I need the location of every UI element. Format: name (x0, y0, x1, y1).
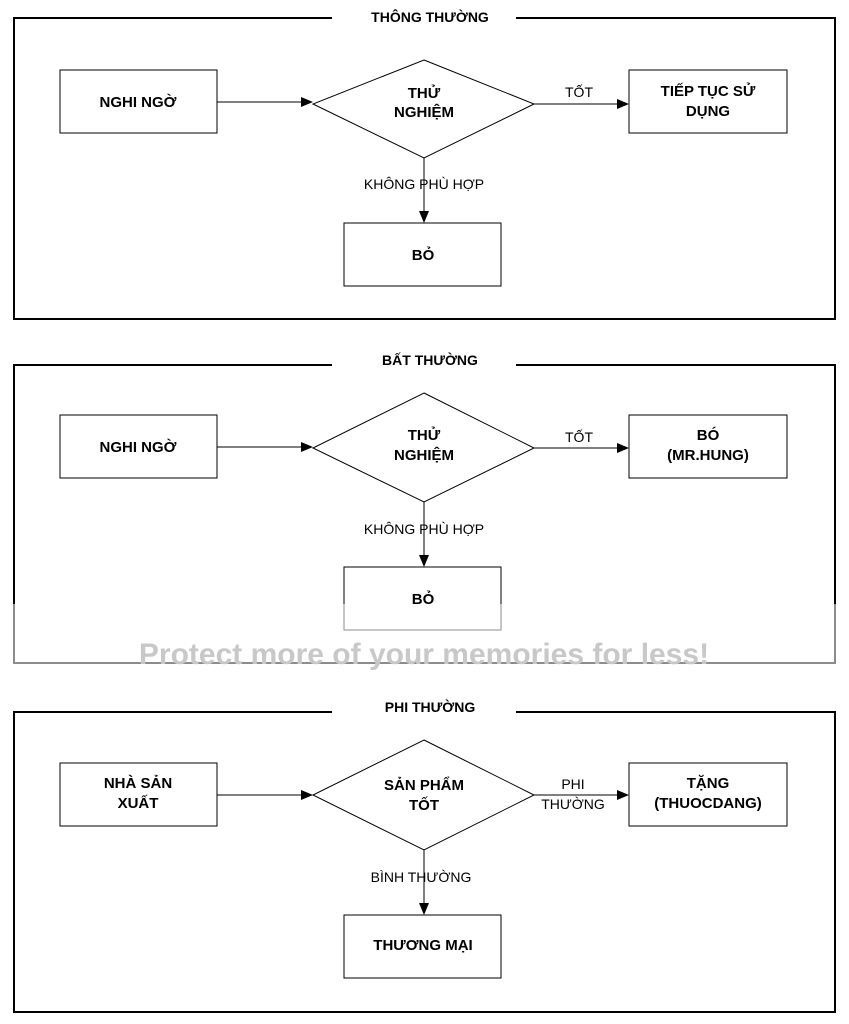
edge-label-right-line2: THƯỜNG (541, 796, 605, 812)
edge-label-down: BÌNH THƯỜNG (371, 869, 472, 885)
bottom-box (343, 914, 502, 979)
panel-title: THÔNG THƯỜNG (371, 8, 489, 25)
result-box (628, 69, 788, 134)
panel-bat-thuong: BẤT THƯỜNG NGHI NGỜ THỬ NGHIỆM BÓ (MR.HU… (0, 351, 849, 671)
result-label-line1: BÓ (697, 426, 720, 444)
decision-label-line1: THỬ (408, 426, 441, 444)
result-label-line2: DỤNG (686, 103, 730, 120)
decision-label-line1: THỬ (408, 84, 441, 102)
result-label-line1: TIẾP TỤC SỬ (661, 82, 756, 100)
source-label-line2: XUẤT (118, 795, 159, 812)
decision-diamond (311, 739, 536, 851)
result-label-line2: (THUOCDANG) (654, 795, 761, 812)
source-label-line1: NHÀ SẢN (104, 775, 172, 792)
edge-label-right-line1: PHI (561, 776, 584, 792)
edge-label-down: KHÔNG PHÙ HỢP (364, 521, 484, 537)
source-label: NGHI NGỜ (100, 93, 177, 111)
bottom-box (343, 222, 502, 287)
decision-label-line1: SẢN PHẨM (384, 776, 464, 794)
bottom-label: THƯƠNG MẠI (373, 937, 472, 954)
source-box (59, 762, 218, 827)
watermark-text: Protect more of your memories for less! (139, 638, 709, 671)
result-box (628, 762, 788, 827)
panel-title: PHI THƯỜNG (385, 698, 476, 715)
result-box (628, 414, 788, 479)
decision-label-line2: NGHIỆM (394, 103, 454, 121)
panel-frame (13, 711, 836, 1013)
panel-thong-thuong: THÔNG THƯỜNG NGHI NGỜ THỬ NGHIỆM TIẾP TỤ… (13, 8, 836, 320)
watermark-band (0, 604, 849, 666)
source-box (59, 69, 218, 134)
result-label-line2: (MR.HUNG) (667, 447, 749, 464)
panel-phi-thuong: PHI THƯỜNG NHÀ SẢN XUẤT SẢN PHẨM TỐT TẶN… (13, 698, 836, 1013)
decision-label-line2: TỐT (409, 796, 439, 814)
decision-label-line2: NGHIỆM (394, 446, 454, 464)
source-box (59, 414, 218, 479)
panel-frame (13, 17, 836, 320)
edge-label-right: TỐT (565, 428, 593, 445)
bottom-label: BỎ (412, 246, 435, 264)
edge-label-right: TỐT (565, 83, 593, 100)
bottom-label: BỎ (412, 590, 435, 608)
edge-label-down: KHÔNG PHÙ HỢP (364, 176, 484, 192)
panel-title: BẤT THƯỜNG (382, 351, 478, 368)
source-label: NGHI NGỜ (100, 438, 177, 456)
result-label-line1: TẶNG (687, 775, 730, 792)
